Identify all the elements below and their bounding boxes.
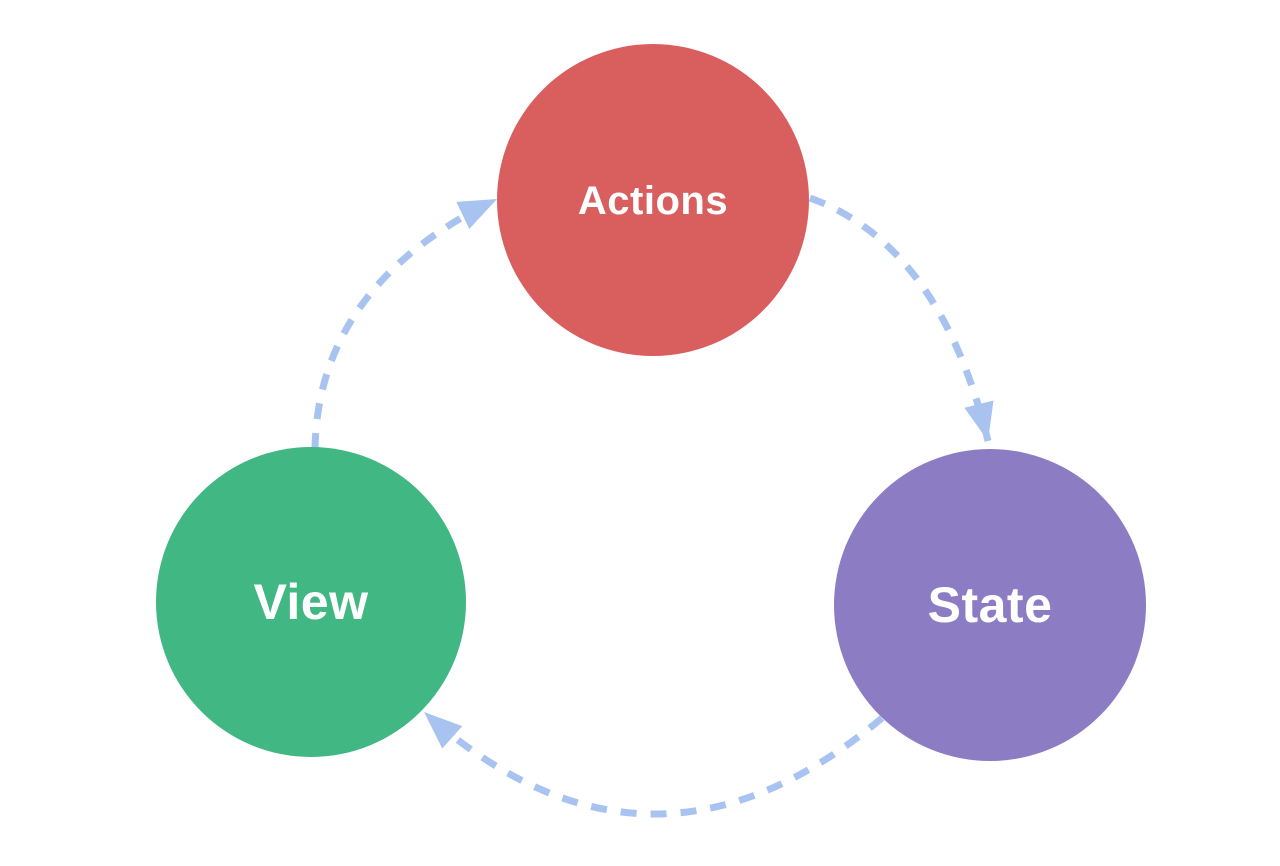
node-view-circle	[156, 447, 466, 757]
node-view-label: View	[253, 574, 368, 630]
edge-view-to-actions	[311, 195, 499, 450]
node-actions-label: Actions	[578, 179, 728, 223]
arrowhead-state-to-view	[424, 712, 463, 749]
node-actions: Actions	[497, 44, 809, 356]
edge-state-to-view	[421, 709, 885, 818]
node-state-circle	[834, 449, 1146, 761]
edge-actions-to-state	[808, 194, 992, 442]
arrowhead-view-to-actions	[456, 199, 497, 229]
arrowhead-actions-to-state	[964, 400, 994, 441]
node-view: View	[156, 447, 466, 757]
node-state-label: State	[928, 577, 1053, 633]
node-state: State	[834, 449, 1146, 761]
node-actions-circle	[497, 44, 809, 356]
